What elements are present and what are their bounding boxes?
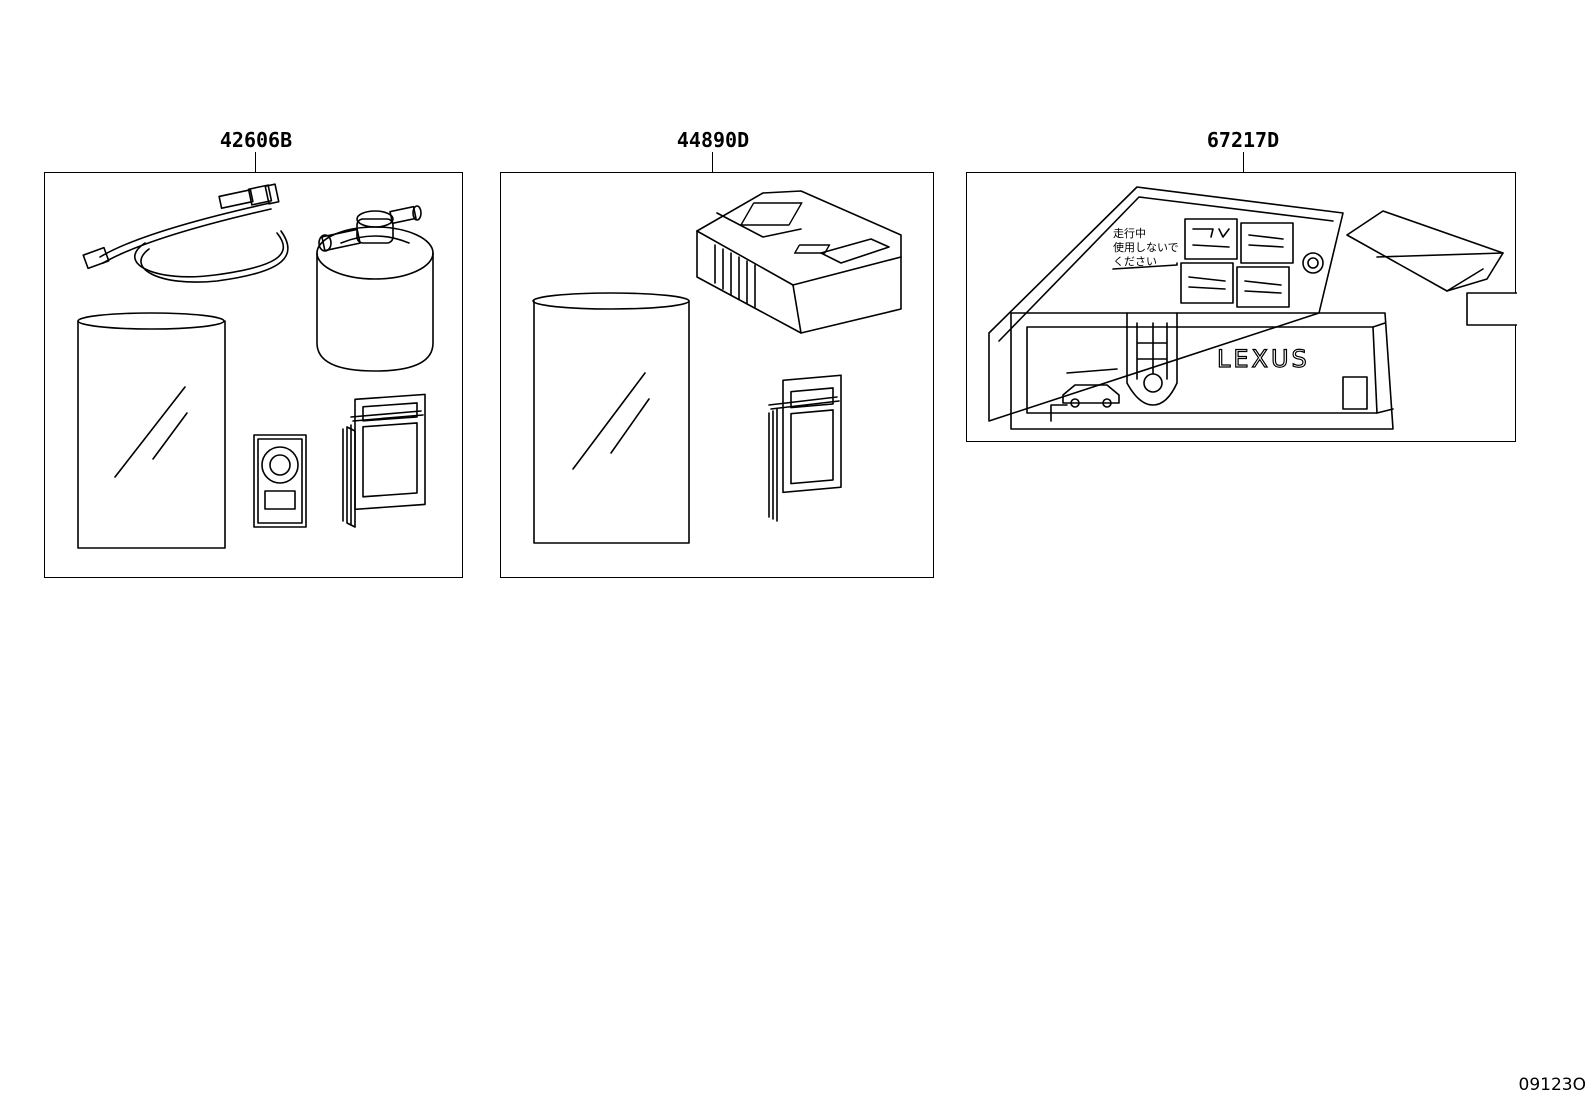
instruction-manual-icon-2	[768, 374, 842, 522]
compressor-kit-illustration	[532, 190, 902, 544]
repair-kit-illustration	[77, 183, 434, 549]
leader-line-67217d	[1243, 152, 1244, 173]
folded-leaflet-icon	[1346, 210, 1504, 292]
instruction-manual-icon	[342, 393, 426, 528]
brand-logo: LEXUS	[1217, 345, 1310, 373]
part-number-label-44890d[interactable]: 44890D	[676, 128, 750, 152]
leader-line-42606b	[255, 152, 256, 173]
speed-limit-sticker-icon	[253, 434, 307, 528]
tray-cover-icon	[1010, 312, 1394, 430]
panel-42606b[interactable]	[44, 172, 463, 578]
tray-label-illustration: 走行中 使用しないで ください LEXUS	[988, 186, 1517, 430]
part-number-label-42606b[interactable]: 42606B	[219, 128, 293, 152]
sealant-bottle-icon	[316, 205, 434, 372]
warning-line-3: ください	[1113, 255, 1157, 268]
warning-label-icon	[988, 186, 1344, 422]
blank-sticker-icon	[1466, 292, 1517, 326]
panel-67217d[interactable]: 走行中 使用しないで ください LEXUS	[966, 172, 1517, 442]
part-number-label-67217d[interactable]: 67217D	[1206, 128, 1280, 152]
plastic-bag-icon-2	[532, 292, 690, 544]
leader-line-44890d	[712, 152, 713, 173]
panel-44890d[interactable]	[500, 172, 934, 578]
air-compressor-icon	[696, 190, 902, 334]
warning-line-2: 使用しないで	[1113, 241, 1179, 254]
drawing-code: 09123O	[1518, 1075, 1586, 1095]
hose-icon	[82, 183, 289, 283]
plastic-bag-icon	[77, 312, 226, 549]
warning-line-1: 走行中	[1113, 227, 1146, 240]
